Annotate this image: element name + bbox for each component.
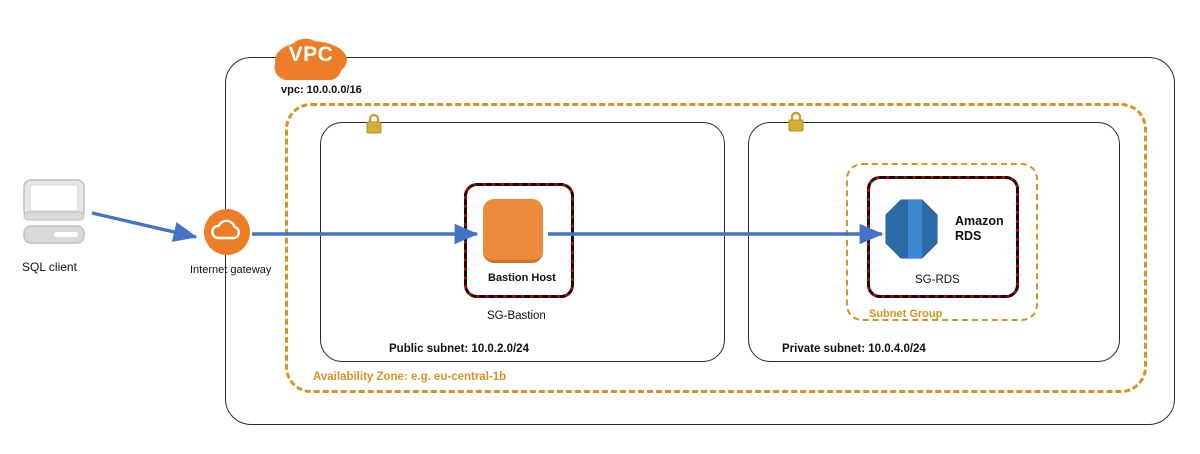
amazon-rds-icon <box>885 199 938 259</box>
public-subnet-container <box>320 122 725 362</box>
arrow-sqlclient-to-igw <box>91 211 198 242</box>
internet-gateway-cloud-icon <box>203 208 251 256</box>
availability-zone-container <box>285 103 1147 393</box>
internet-gateway-label: Internet gateway <box>190 264 272 276</box>
vpc-cidr-label: vpc: 10.0.0.0/16 <box>281 84 362 96</box>
padlock-icon <box>364 112 384 136</box>
sg-rds-label: SG-RDS <box>915 274 960 286</box>
bastion-host-label: Bastion Host <box>488 272 556 284</box>
amazon-rds-label-line2: RDS <box>955 229 982 243</box>
sg-bastion-label: SG-Bastion <box>487 310 546 322</box>
computer-icon <box>20 178 92 250</box>
public-subnet-label: Public subnet: 10.0.2.0/24 <box>389 343 529 355</box>
availability-zone-label: Availability Zone: e.g. eu-central-1b <box>313 371 507 383</box>
private-subnet-label: Private subnet: 10.0.4.0/24 <box>782 343 926 355</box>
sql-client-label: SQL client <box>22 260 77 274</box>
padlock-icon <box>786 110 806 134</box>
ec2-instance-icon <box>483 199 543 263</box>
private-subnet-container <box>748 122 1120 362</box>
subnet-group-label: Subnet Group <box>869 308 943 320</box>
amazon-rds-label: Amazon RDS <box>955 214 1004 244</box>
subnet-group-container <box>846 163 1038 321</box>
vpc-badge-label: VPC <box>288 43 334 66</box>
amazon-rds-label-line1: Amazon <box>955 214 1004 228</box>
vpc-cloud-icon: VPC <box>270 30 352 82</box>
